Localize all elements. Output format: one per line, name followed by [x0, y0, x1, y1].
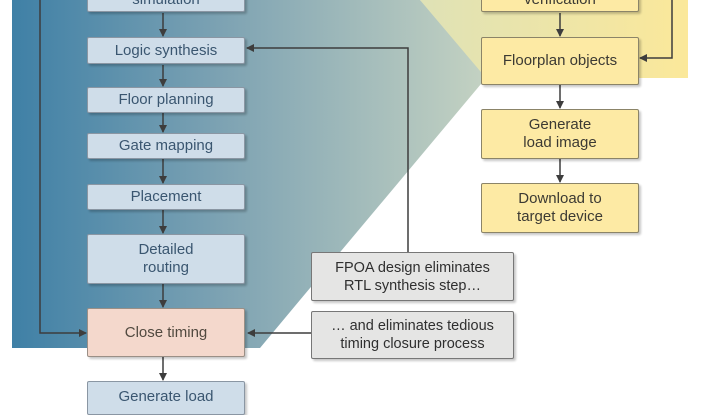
note-arrows: [246, 44, 409, 337]
placement-box: Placement: [87, 184, 245, 210]
floorplan-objects-box: Floorplan objects: [481, 37, 639, 85]
fpoa-eliminates-rtl-note: FPOA design eliminates RTL synthesis ste…: [311, 252, 514, 301]
right-flow-arrows: [556, 0, 673, 183]
logic-synthesis-box: Logic synthesis: [87, 37, 245, 64]
gate-mapping-box: Gate mapping: [87, 133, 245, 159]
generate-load-box: Generate load: [87, 381, 245, 415]
simulation-box: simulation: [87, 0, 245, 12]
design-flow-diagram: simulation Logic synthesis Floor plannin…: [12, 0, 688, 415]
download-to-target-box: Download to target device: [481, 183, 639, 233]
close-timing-box: Close timing: [87, 308, 245, 357]
timing-closure-note: … and eliminates tedious timing closure …: [311, 311, 514, 359]
left-flow-arrows: [39, 0, 167, 381]
generate-load-image-box: Generate load image: [481, 109, 639, 159]
verification-box: verification: [481, 0, 639, 12]
detailed-routing-box: Detailed routing: [87, 234, 245, 284]
floor-planning-box: Floor planning: [87, 87, 245, 113]
